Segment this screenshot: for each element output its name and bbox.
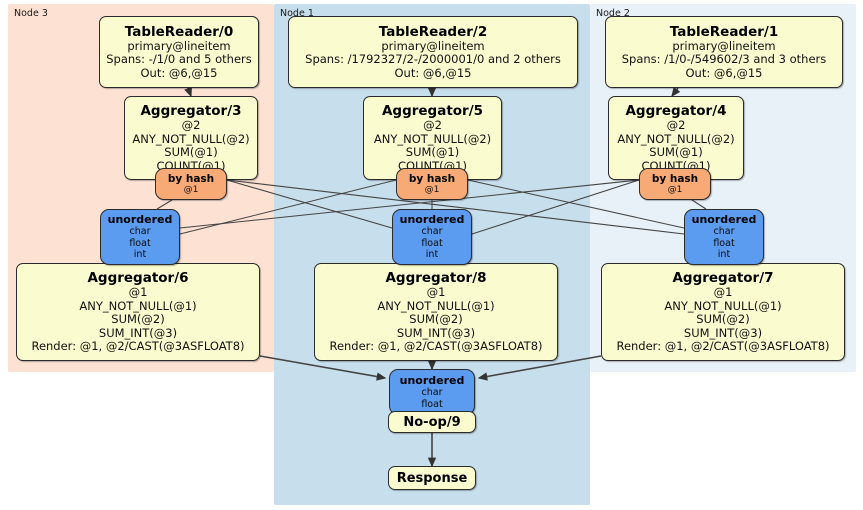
- plan-node-detail-line: Render: @1, @2/CAST(@3ASFLOAT8): [616, 339, 830, 354]
- plan-node-detail-line: ANY_NOT_NULL(@1): [664, 298, 782, 313]
- plan-node-detail-line: @1: [183, 184, 199, 195]
- plan-node-detail-line: int: [717, 249, 731, 261]
- plan-node-title: Aggregator/4: [625, 103, 727, 119]
- plan-node-detail-line: float: [421, 237, 443, 249]
- plan-node-detail-line: SUM_INT(@3): [683, 325, 763, 340]
- plan-node-hash4[interactable]: by hash@1: [639, 168, 711, 200]
- plan-node-detail-line: Out: @6,@15: [685, 65, 763, 80]
- plan-node-title: unordered: [691, 213, 757, 227]
- plan-node-title: Aggregator/3: [140, 103, 242, 119]
- plan-node-title: unordered: [107, 213, 173, 227]
- plan-node-title: unordered: [399, 374, 465, 387]
- plan-node-title: by hash: [651, 172, 699, 185]
- node-panel-label: Node 1: [280, 8, 314, 19]
- node-panel-label: Node 3: [14, 8, 48, 19]
- plan-node-detail-line: float: [129, 237, 151, 249]
- plan-node-title: No-op/9: [403, 414, 461, 430]
- plan-node-hash5[interactable]: by hash@1: [396, 168, 468, 200]
- plan-node-title: by hash: [408, 172, 456, 185]
- plan-node-title: Aggregator/6: [87, 270, 189, 287]
- plan-node-hash3[interactable]: by hash@1: [155, 168, 227, 200]
- plan-node-detail-line: @2: [423, 118, 442, 132]
- plan-node-detail-line: Spans: -/1/0 and 5 others: [106, 52, 252, 67]
- plan-node-detail-line: char: [129, 226, 151, 238]
- plan-node-title: TableReader/2: [378, 23, 488, 40]
- plan-node-detail-line: char: [713, 226, 735, 238]
- plan-node-detail-line: float: [421, 398, 443, 410]
- plan-node-detail-line: Render: @1, @2/CAST(@3ASFLOAT8): [31, 339, 245, 354]
- plan-node-detail-line: ANY_NOT_NULL(@2): [132, 131, 250, 146]
- plan-node-detail-line: ANY_NOT_NULL(@2): [617, 131, 735, 146]
- plan-node-detail-line: primary@lineitem: [127, 38, 231, 53]
- plan-node-detail-line: ANY_NOT_NULL(@1): [377, 298, 495, 313]
- plan-node-detail-line: primary@lineitem: [381, 38, 485, 53]
- plan-node-detail-line: Out: @6,@15: [394, 65, 472, 80]
- plan-node-title: TableReader/1: [669, 23, 779, 40]
- plan-node-detail-line: SUM(@2): [111, 312, 165, 327]
- plan-node-detail-line: SUM(@1): [164, 145, 218, 159]
- plan-node-response[interactable]: Response: [388, 466, 476, 490]
- plan-node-detail-line: int: [425, 249, 439, 261]
- plan-node-detail-line: @1: [424, 184, 440, 195]
- plan-node-title: Aggregator/8: [385, 270, 487, 287]
- plan-node-detail-line: float: [713, 237, 735, 249]
- plan-node-detail-line: primary@lineitem: [672, 38, 776, 53]
- plan-node-title: Response: [396, 470, 468, 486]
- plan-node-detail-line: SUM(@1): [649, 145, 703, 159]
- plan-node-detail-line: Spans: /1792327/2-/2000001/0 and 2 other…: [305, 52, 561, 67]
- plan-node-detail-line: char: [421, 387, 443, 398]
- plan-node-title: unordered: [399, 213, 465, 227]
- plan-node-detail-line: @2: [181, 118, 201, 132]
- plan-node-title: Aggregator/5: [381, 103, 484, 119]
- plan-node-detail-line: SUM(@2): [409, 312, 463, 327]
- plan-node-title: by hash: [167, 172, 215, 185]
- plan-node-detail-line: SUM(@1): [405, 145, 460, 159]
- plan-node-detail-line: SUM_INT(@3): [396, 325, 476, 340]
- plan-node-detail-line: @2: [666, 118, 686, 132]
- plan-node-title: TableReader/0: [124, 23, 234, 40]
- plan-node-detail-line: @1: [667, 184, 683, 195]
- plan-node-detail-line: Out: @6,@15: [140, 65, 218, 80]
- plan-node-detail-line: ANY_NOT_NULL(@1): [79, 298, 197, 313]
- plan-node-detail-line: Render: @1, @2/CAST(@3ASFLOAT8): [329, 339, 543, 354]
- node-panel-label: Node 2: [596, 8, 630, 19]
- plan-node-detail-line: int: [133, 249, 147, 261]
- plan-node-detail-line: @1: [713, 285, 733, 300]
- plan-node-detail-line: @1: [426, 285, 446, 300]
- plan-node-detail-line: @1: [128, 285, 148, 300]
- plan-node-noop9[interactable]: No-op/9: [388, 411, 476, 433]
- plan-node-title: Aggregator/7: [672, 270, 774, 287]
- plan-node-detail-line: SUM(@2): [696, 312, 750, 327]
- plan-node-detail-line: Spans: /1/0-/549602/3 and 3 others: [621, 52, 827, 67]
- plan-node-detail-line: SUM_INT(@3): [98, 325, 178, 340]
- plan-node-detail-line: ANY_NOT_NULL(@2): [373, 131, 492, 146]
- plan-node-detail-line: char: [421, 226, 443, 238]
